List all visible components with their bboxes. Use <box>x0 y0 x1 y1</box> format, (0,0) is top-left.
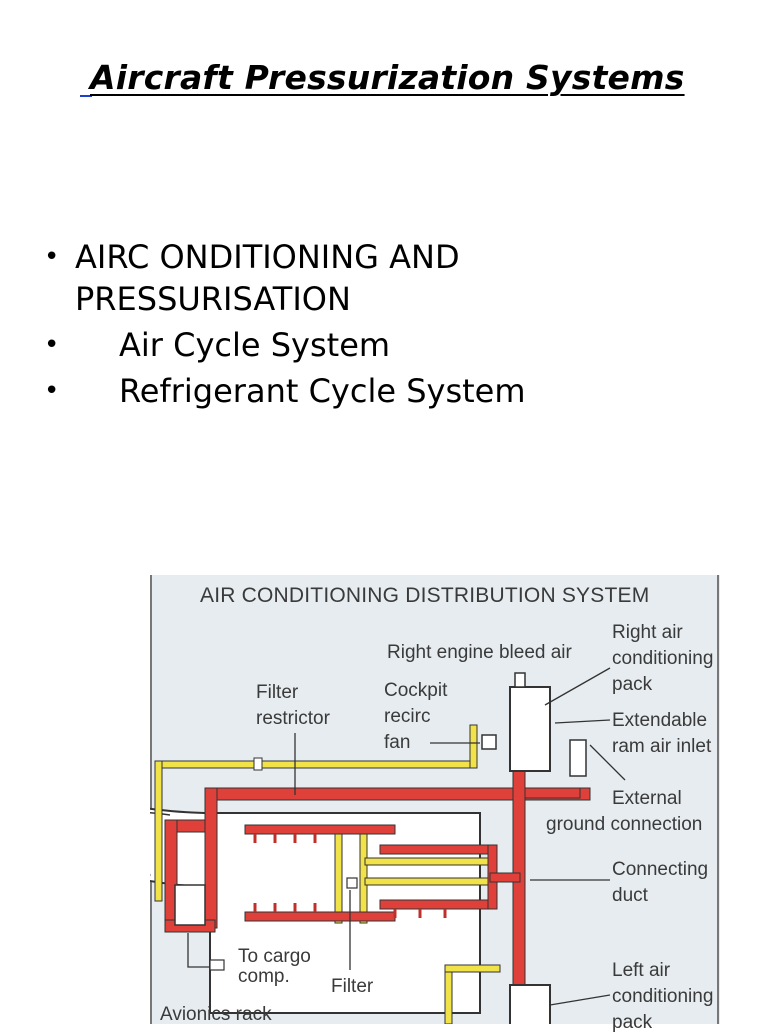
cabin-outlets <box>253 834 447 918</box>
label-line: ground connection <box>546 814 703 835</box>
title-underline-lead <box>80 95 92 97</box>
label-line: Extendable <box>612 710 708 731</box>
hot-duct-cabin-upper <box>244 824 396 835</box>
label-ram-air: Extendable ram air inlet <box>612 708 711 760</box>
label-line: External <box>612 788 682 809</box>
hot-duct-right <box>524 787 581 799</box>
label-cockpit-fan: Cockpit recirc fan <box>384 678 447 756</box>
bullet-dot-icon: • <box>44 330 60 360</box>
bullet-item: • AIRC ONDITIONING AND PRESSURISATION <box>44 236 684 320</box>
avionics-rack <box>174 884 206 926</box>
label-connecting-duct: Connecting duct <box>612 857 708 909</box>
hot-duct-to-riser <box>489 872 521 883</box>
cold-duct-lower <box>444 964 453 1024</box>
label-avionics-rack: Avionics rack <box>160 1004 272 1025</box>
cold-duct-cabin-branch-2 <box>364 877 491 886</box>
label-line: Filter <box>256 682 299 703</box>
bullet-text: AIRC ONDITIONING AND PRESSURISATION <box>75 236 684 320</box>
leader-cargo <box>187 933 210 968</box>
slide-title: Aircraft Pressurization Systems <box>90 58 685 97</box>
bullet-line: AIRC ONDITIONING AND <box>75 238 460 276</box>
cold-duct-cabin-2 <box>334 832 343 924</box>
label-line: Left air <box>612 960 671 981</box>
hot-duct-forward <box>204 787 218 929</box>
right-bleed-inlet <box>514 672 526 688</box>
bullet-line: PRESSURISATION <box>75 280 351 318</box>
label-left-pack: Left air conditioning pack <box>612 958 713 1036</box>
left-ac-pack <box>509 984 551 1024</box>
label-external-ground: External ground connection <box>546 786 702 838</box>
cold-duct-left <box>154 760 163 902</box>
hot-air-ducts <box>164 759 591 1024</box>
air-conditioning-diagram <box>150 575 720 1024</box>
label-line: To cargo <box>238 946 311 967</box>
label-line: restrictor <box>256 708 330 729</box>
label-to-cargo: To cargo comp. <box>238 947 311 987</box>
leader-lines <box>187 667 626 1006</box>
label-line: comp. <box>238 966 290 987</box>
label-line: conditioning <box>612 986 714 1007</box>
label-right-pack: Right air conditioning pack <box>612 620 713 698</box>
leader-left-pack <box>549 994 611 1006</box>
cold-duct-cabin-branch-1 <box>364 857 491 866</box>
leader-external-ground <box>589 744 626 781</box>
label-filter-restrictor: Filter restrictor <box>256 680 330 732</box>
hot-duct-cabin-mid-2 <box>379 899 496 910</box>
filter-restrictor <box>253 757 263 771</box>
label-line: fan <box>384 732 411 753</box>
bullet-item: • Air Cycle System <box>44 324 684 366</box>
label-line: Cockpit <box>384 680 448 701</box>
bullet-list: • AIRC ONDITIONING AND PRESSURISATION • … <box>44 236 684 412</box>
label-line: Right air <box>612 622 683 643</box>
diagram-title: AIR CONDITIONING DISTRIBUTION SYSTEM <box>200 584 650 607</box>
label-line: conditioning <box>612 648 714 669</box>
label-filter: Filter <box>331 976 374 997</box>
cold-duct-lower-branch <box>444 964 501 973</box>
label-line: recirc <box>384 706 431 727</box>
cargo-fan <box>209 959 225 971</box>
cold-duct-fan-riser <box>469 724 478 769</box>
bullet-text: Air Cycle System <box>119 326 391 364</box>
ram-air-inlet <box>569 739 587 777</box>
label-line: pack <box>612 674 653 695</box>
leader-ram-air <box>554 719 611 724</box>
label-right-engine-bleed: Right engine bleed air <box>387 642 572 663</box>
bullet-dot-icon: • <box>44 376 60 406</box>
hot-duct-cabin-mid-1 <box>379 844 496 855</box>
cockpit-recirc-fan <box>481 734 497 750</box>
label-line: pack <box>612 1012 653 1033</box>
cold-air-ducts <box>154 724 501 1024</box>
bullet-dot-icon: • <box>44 242 60 272</box>
hot-duct-cabin-lower <box>244 911 396 922</box>
right-ac-pack <box>509 686 551 772</box>
bullet-item: • Refrigerant Cycle System <box>44 370 684 412</box>
cabin-filter <box>346 877 358 889</box>
leader-right-pack <box>544 667 611 706</box>
label-line: duct <box>612 885 648 906</box>
cold-duct-top <box>154 760 476 769</box>
bullet-text: Refrigerant Cycle System <box>119 372 526 410</box>
label-line: ram air inlet <box>612 736 712 757</box>
label-line: Connecting <box>612 859 709 880</box>
